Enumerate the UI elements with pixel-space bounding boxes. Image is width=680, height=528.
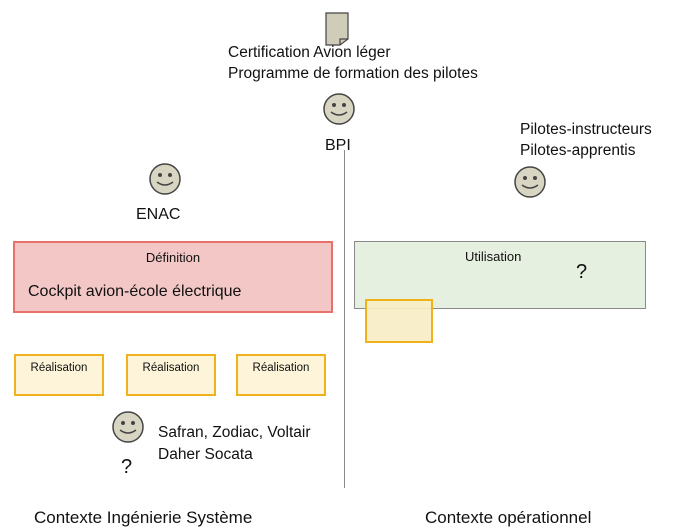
utilisation-question-mark: ? [576, 261, 588, 283]
certification-label: Certification Avion léger [228, 44, 391, 61]
bpi-label: BPI [325, 137, 351, 154]
context-divider [344, 150, 345, 488]
suppliers-line2: Daher Socata [158, 446, 253, 463]
training-program-label: Programme de formation des pilotes [228, 65, 478, 82]
suppliers-smiley-icon [112, 411, 144, 443]
suppliers-question-mark: ? [121, 456, 133, 478]
operational-context-label: Contexte opérationnel [425, 508, 592, 527]
utilisation-title: Utilisation [465, 249, 522, 264]
definition-title: Définition [145, 250, 201, 265]
realisation-box-3: Réalisation [236, 354, 326, 396]
engineering-context-label: Contexte Ingénierie Système [34, 508, 253, 527]
realisation-box-1: Réalisation [14, 354, 104, 396]
apprentices-label: Pilotes-apprentis [520, 142, 636, 159]
bpi-smiley-icon [323, 93, 355, 125]
definition-box: Définition Cockpit avion-école électriqu… [13, 241, 333, 313]
transfer-box [365, 299, 433, 343]
enac-label: ENAC [136, 206, 181, 223]
suppliers-line1: Safran, Zodiac, Voltair [158, 424, 311, 441]
document-icon [325, 12, 349, 46]
utilisation-box: Utilisation ? [354, 241, 646, 309]
enac-smiley-icon [149, 163, 181, 195]
definition-subtitle: Cockpit avion-école électrique [28, 283, 242, 300]
realisation-box-2: Réalisation [126, 354, 216, 396]
instructors-label: Pilotes-instructeurs [520, 121, 652, 138]
pilots-smiley-icon [514, 166, 546, 198]
